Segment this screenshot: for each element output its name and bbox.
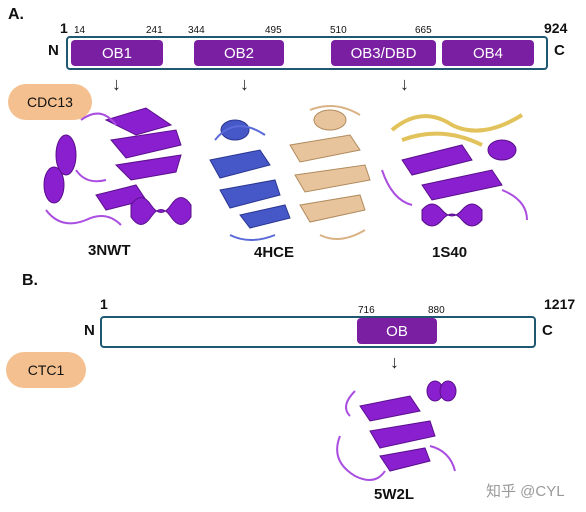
domain-ob4: OB4: [442, 40, 534, 66]
boundary-344: 344: [188, 25, 205, 36]
structure-5w2l-image: [336, 380, 457, 481]
ctc1-start-number: 1: [100, 296, 108, 312]
boundary-241: 241: [146, 25, 163, 36]
boundary-14: 14: [74, 25, 86, 36]
boundary-510: 510: [330, 25, 347, 36]
arrow-down-icon: ↓: [400, 74, 409, 94]
boundary-716: 716: [358, 305, 375, 316]
cdc13-n-terminus: N: [48, 42, 59, 59]
ctc1-end-number: 1217: [544, 296, 576, 312]
ctc1-c-terminus: C: [542, 322, 553, 339]
domain-ob: OB: [357, 318, 437, 344]
cdc13-start-number: 1: [60, 20, 68, 36]
watermark-text: 知乎 @CYL: [486, 483, 565, 500]
structure-1s40-label: 1S40: [432, 244, 468, 261]
boundary-880: 880: [428, 305, 445, 316]
cdc13-end-number: 924: [544, 20, 568, 36]
domain-ob3-dbd: OB3/DBD: [331, 40, 436, 66]
panel-a-label: A.: [8, 6, 24, 23]
structure-4hce-label: 4HCE: [254, 244, 295, 261]
structure-3nwt-image: [43, 107, 192, 226]
structure-4hce-image: [209, 105, 371, 241]
arrow-down-icon: ↓: [112, 74, 121, 94]
panel-b-label: B.: [22, 272, 38, 289]
cdc13-protein-badge: CDC13: [8, 84, 92, 120]
domain-ob1: OB1: [71, 40, 163, 66]
structure-5w2l-label: 5W2L: [374, 486, 415, 503]
domain-ob2: OB2: [194, 40, 284, 66]
structure-1s40-image: [381, 113, 528, 227]
ctc1-sequence-bar: [100, 316, 536, 348]
boundary-665: 665: [415, 25, 432, 36]
arrow-down-icon: ↓: [390, 352, 399, 372]
arrow-down-icon: ↓: [240, 74, 249, 94]
structure-3nwt-label: 3NWT: [88, 242, 131, 259]
ctc1-protein-badge: CTC1: [6, 352, 86, 388]
boundary-495: 495: [265, 25, 282, 36]
cdc13-c-terminus: C: [554, 42, 565, 59]
ctc1-n-terminus: N: [84, 322, 95, 339]
